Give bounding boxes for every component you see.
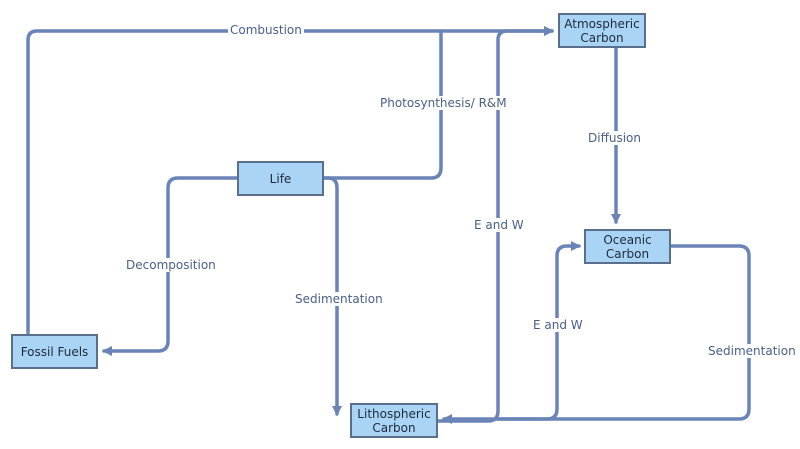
oceanic-carbon-node: Oceanic Carbon (584, 229, 671, 264)
atmospheric-carbon-node: Atmospheric Carbon (558, 13, 646, 48)
e-and-w-lower-line (496, 241, 581, 421)
sedimentation-ocean-label: Sedimentation (706, 344, 798, 358)
fossil-fuels-node: Fossil Fuels (11, 334, 98, 369)
combustion-label: Combustion (228, 23, 304, 37)
diffusion-label: Diffusion (586, 131, 643, 145)
lithospheric-carbon-node: Lithospheric Carbon (350, 403, 438, 438)
sedimentation-life-label: Sedimentation (293, 292, 385, 306)
photosynthesis-line (320, 29, 443, 180)
e-and-w-lower-label: E and W (531, 318, 585, 332)
decomposition-label: Decomposition (124, 258, 218, 272)
life-node: Life (237, 161, 324, 196)
sedimentation-ocean-arrow (442, 244, 751, 424)
sedimentation-life-arrow (320, 176, 342, 416)
photosynthesis-label: Photosynthesis/ R&M (378, 96, 509, 110)
e-and-w-upper-label: E and W (472, 218, 526, 232)
combustion-arrow (26, 26, 554, 335)
